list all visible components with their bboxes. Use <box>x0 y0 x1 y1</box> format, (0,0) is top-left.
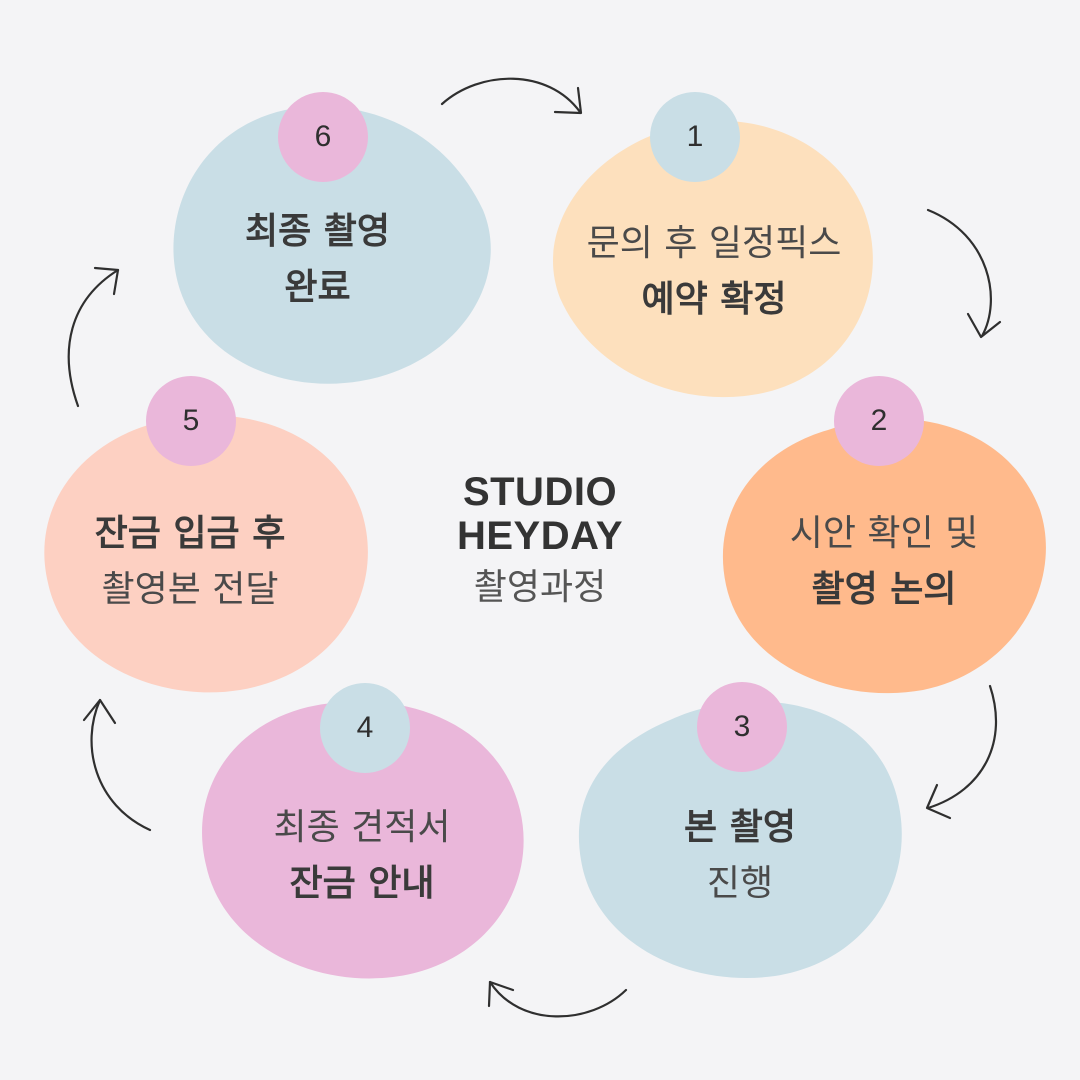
step-4-label: 최종 견적서 잔금 안내 <box>198 800 526 912</box>
step-2-line2: 촬영 논의 <box>811 569 957 610</box>
step-1-number: 1 <box>686 120 704 153</box>
step-4-blob <box>202 701 524 979</box>
step-1-badge: 1 <box>650 92 740 182</box>
step-5-card: 5 잔금 입금 후 촬영본 전달 <box>40 376 370 693</box>
process-subtitle: 촬영과정 <box>473 567 607 608</box>
step-3-blob <box>578 701 902 978</box>
arrow-4-to-5 <box>82 698 152 832</box>
step-1-card: 1 문의 후 일정픽스 예약 확정 <box>548 92 880 398</box>
step-5-blob <box>44 415 368 693</box>
step-6-number: 6 <box>314 120 332 153</box>
arrow-2-to-3 <box>925 684 998 820</box>
step-4-line2: 잔금 안내 <box>289 863 435 904</box>
step-3-label: 본 촬영 진행 <box>575 800 905 912</box>
step-2-badge: 2 <box>834 376 924 466</box>
brand-line-1: STUDIO <box>462 470 618 514</box>
step-2-number: 2 <box>870 404 888 437</box>
step-5-badge: 5 <box>146 376 236 466</box>
step-5-line2: 촬영본 전달 <box>101 569 279 610</box>
step-6-blob <box>173 106 491 384</box>
step-5-label: 잔금 입금 후 촬영본 전달 <box>40 506 340 618</box>
step-6-card: 6 최종 촬영 완료 <box>165 92 495 390</box>
step-2-label: 시안 확인 및 촬영 논의 <box>718 506 1050 618</box>
arrow-3-to-4 <box>487 980 628 1018</box>
step-4-number: 4 <box>356 711 374 744</box>
step-3-line2: 진행 <box>706 863 774 904</box>
step-2-card: 2 시안 확인 및 촬영 논의 <box>718 376 1050 695</box>
step-6-line2: 완료 <box>284 267 351 308</box>
step-6-label: 최종 촬영 완료 <box>165 204 470 316</box>
step-3-badge: 3 <box>697 682 787 772</box>
step-2-blob <box>722 418 1046 694</box>
arrow-5-to-6 <box>67 266 120 408</box>
step-4-card: 4 최종 견적서 잔금 안내 <box>198 683 526 980</box>
step-5-line1: 잔금 입금 후 <box>94 513 286 554</box>
center-title: STUDIO HEYDAY 촬영과정 <box>440 470 640 616</box>
step-3-line1: 본 촬영 <box>684 807 796 848</box>
step-1-line1: 문의 후 일정픽스 <box>586 223 842 264</box>
brand-line-2: HEYDAY <box>456 514 624 558</box>
step-2-line1: 시안 확인 및 <box>789 513 979 554</box>
arrow-6-to-1 <box>440 77 583 115</box>
step-1-blob <box>552 120 873 398</box>
step-1-line2: 예약 확정 <box>641 279 787 320</box>
step-3-card: 3 본 촬영 진행 <box>575 682 905 980</box>
step-6-line1: 최종 촬영 <box>244 211 390 252</box>
step-1-label: 문의 후 일정픽스 예약 확정 <box>548 216 880 328</box>
step-6-badge: 6 <box>278 92 368 182</box>
step-3-number: 3 <box>733 710 751 743</box>
step-4-line1: 최종 견적서 <box>273 807 451 848</box>
step-5-number: 5 <box>182 404 200 437</box>
step-4-badge: 4 <box>320 683 410 773</box>
arrow-1-to-2 <box>926 208 1002 339</box>
